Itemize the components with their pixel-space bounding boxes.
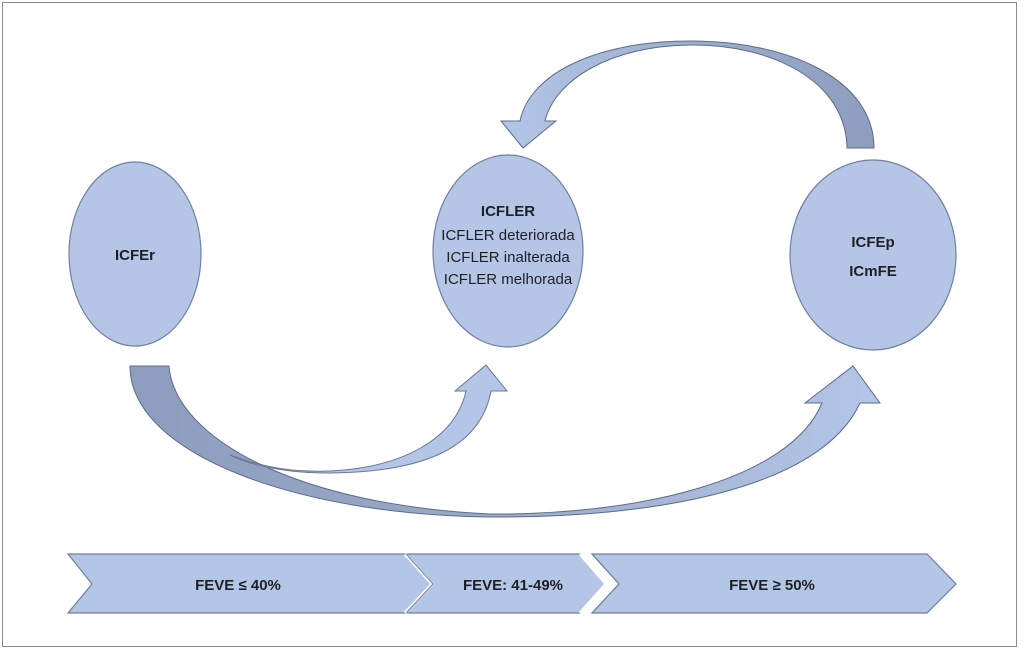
node-icfler-line-melhorada: ICFLER melhorada xyxy=(444,271,573,288)
chevron-gap-2 xyxy=(578,553,608,615)
node-icfler-title: ICFLER xyxy=(481,203,535,220)
chevron-label-3: FEVE ≥ 50% xyxy=(729,577,815,594)
node-icfler-line-deteriorada: ICFLER deteriorada xyxy=(441,227,575,244)
chevron-label-1: FEVE ≤ 40% xyxy=(195,577,281,594)
chevron-gap-1 xyxy=(403,552,435,615)
node-icfer-title: ICFEr xyxy=(115,247,155,264)
node-icfep-title: ICFEp xyxy=(851,234,894,251)
node-icmfe-title: ICmFE xyxy=(849,263,897,280)
node-icfer xyxy=(68,161,202,347)
node-icfler-line-inalterada: ICFLER inalterada xyxy=(446,249,570,266)
arrow-icfer-to-icfep xyxy=(129,365,881,518)
arrow-icfep-to-icfler xyxy=(499,40,875,149)
node-icfler xyxy=(432,154,584,348)
chevron-gap-1-edge xyxy=(405,553,434,614)
chevron-gap-2-edge xyxy=(591,553,620,614)
node-icfep xyxy=(789,159,957,351)
chevron-label-2: FEVE: 41-49% xyxy=(463,577,563,594)
arrow-icfer-to-icfler xyxy=(229,364,509,474)
